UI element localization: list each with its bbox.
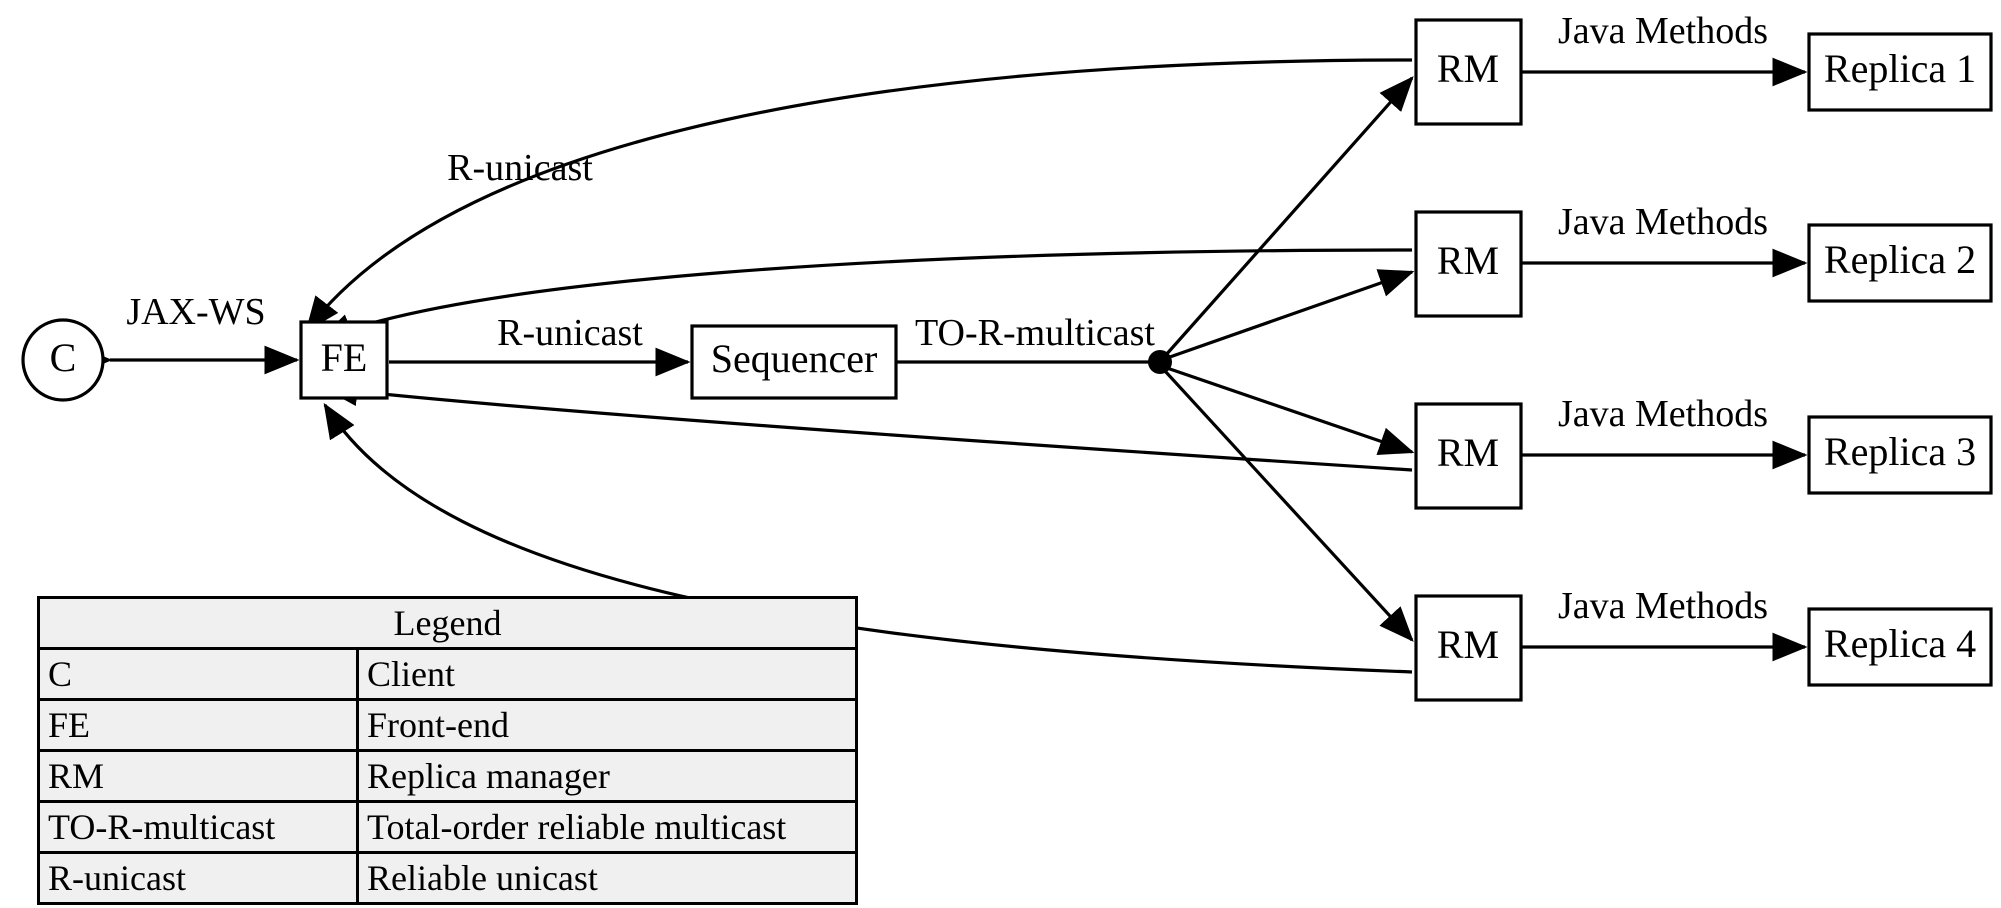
edge-label-java-methods-4: Java Methods bbox=[1558, 585, 1768, 627]
node-sequencer[interactable]: Sequencer bbox=[690, 324, 898, 400]
edge-rm2-frontend bbox=[317, 248, 1413, 342]
replica4-box bbox=[1807, 607, 1993, 687]
legend-title-row: Legend bbox=[37, 596, 858, 650]
legend-value: Front-end bbox=[356, 698, 858, 752]
legend-title: Legend bbox=[37, 596, 858, 650]
edge-label-jaxws: JAX-WS bbox=[126, 291, 265, 333]
frontend-label: FE bbox=[321, 335, 368, 380]
rm4-label: RM bbox=[1437, 622, 1499, 667]
table-row: RM Replica manager bbox=[37, 749, 858, 803]
node-replica1[interactable]: Replica 1 bbox=[1807, 32, 1993, 112]
rm3-label: RM bbox=[1437, 430, 1499, 475]
legend-value: Client bbox=[356, 647, 858, 701]
rm2-box bbox=[1414, 210, 1523, 318]
edge-label-runicast-mid: R-unicast bbox=[497, 312, 643, 354]
node-rm2[interactable]: RM bbox=[1414, 210, 1523, 318]
table-row: TO-R-multicast Total-order reliable mult… bbox=[37, 800, 858, 854]
rm3-box bbox=[1414, 402, 1523, 510]
client-circle bbox=[21, 318, 105, 402]
client-label: C bbox=[50, 335, 77, 380]
edge-rm1-frontend bbox=[305, 58, 1413, 333]
edge-label-to-r-multicast: TO-R-multicast bbox=[915, 312, 1155, 354]
legend-key: R-unicast bbox=[37, 851, 359, 905]
legend-key: TO-R-multicast bbox=[37, 800, 359, 854]
edge-junction-rm2 bbox=[1166, 269, 1415, 360]
edge-junction-rm1 bbox=[1163, 76, 1414, 358]
edge-junction-rm3 bbox=[1166, 366, 1415, 456]
edge-label-java-methods-2: Java Methods bbox=[1558, 201, 1768, 243]
table-row: FE Front-end bbox=[37, 698, 858, 752]
replica2-box bbox=[1807, 223, 1993, 303]
edge-label-runicast-top: R-unicast bbox=[447, 147, 593, 189]
edge-rm3-frontend bbox=[322, 377, 1413, 472]
legend-key: C bbox=[37, 647, 359, 701]
node-rm1[interactable]: RM bbox=[1414, 18, 1523, 126]
node-rm3[interactable]: RM bbox=[1414, 402, 1523, 510]
node-replica3[interactable]: Replica 3 bbox=[1807, 415, 1993, 495]
sequencer-box bbox=[690, 324, 898, 400]
multicast-junction-dot bbox=[1148, 350, 1172, 374]
node-client[interactable]: C bbox=[21, 318, 105, 402]
replica3-label: Replica 3 bbox=[1824, 429, 1976, 474]
legend-value: Replica manager bbox=[356, 749, 858, 803]
edge-label-java-methods-1: Java Methods bbox=[1558, 10, 1768, 52]
edge-label-java-methods-3: Java Methods bbox=[1558, 393, 1768, 435]
replica2-label: Replica 2 bbox=[1824, 237, 1976, 282]
rm1-box bbox=[1414, 18, 1523, 126]
rm1-label: RM bbox=[1437, 46, 1499, 91]
node-replica2[interactable]: Replica 2 bbox=[1807, 223, 1993, 303]
replica1-box bbox=[1807, 32, 1993, 112]
legend-value: Total-order reliable multicast bbox=[356, 800, 858, 854]
node-frontend[interactable]: FE bbox=[299, 320, 389, 400]
legend-key: RM bbox=[37, 749, 359, 803]
rm4-box bbox=[1414, 594, 1523, 702]
legend-key: FE bbox=[37, 698, 359, 752]
replica4-label: Replica 4 bbox=[1824, 621, 1976, 666]
node-replica4[interactable]: Replica 4 bbox=[1807, 607, 1993, 687]
sequencer-label: Sequencer bbox=[711, 336, 878, 381]
table-row: R-unicast Reliable unicast bbox=[37, 851, 858, 905]
frontend-box bbox=[299, 320, 389, 400]
table-row: C Client bbox=[37, 647, 858, 701]
legend-table: Legend C Client FE Front-end RM Replica … bbox=[37, 596, 858, 905]
replica1-label: Replica 1 bbox=[1824, 46, 1976, 91]
edge-junction-rm4 bbox=[1163, 369, 1414, 642]
replica3-box bbox=[1807, 415, 1993, 495]
node-rm4[interactable]: RM bbox=[1414, 594, 1523, 702]
rm2-label: RM bbox=[1437, 238, 1499, 283]
legend-value: Reliable unicast bbox=[356, 851, 858, 905]
